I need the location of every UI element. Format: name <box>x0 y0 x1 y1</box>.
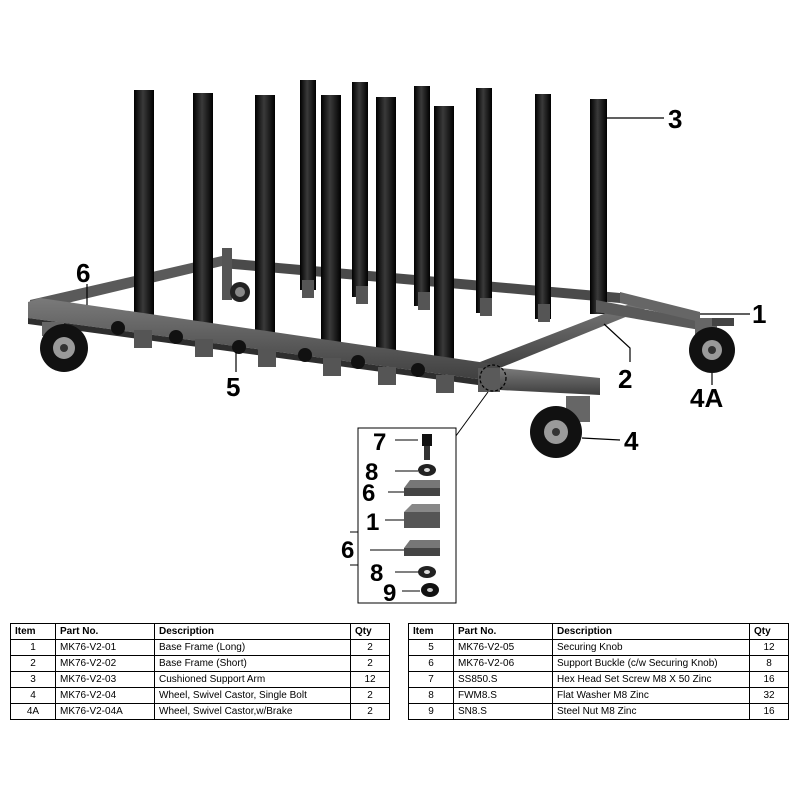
cell-qty: 32 <box>749 687 789 704</box>
col-item-header: Item <box>408 623 454 640</box>
castor-back-right-brake <box>689 318 735 373</box>
front-posts <box>134 90 454 368</box>
cell-item: 3 <box>10 671 56 688</box>
cell-part-no: SS850.S <box>453 671 553 688</box>
cell-qty: 16 <box>749 671 789 688</box>
cell-item: 5 <box>408 639 454 656</box>
back-posts <box>300 80 607 322</box>
cell-qty: 8 <box>749 655 789 672</box>
cell-part-no: MK76-V2-04A <box>55 703 155 720</box>
table-row: 5 MK76-V2-05 Securing Knob 12 <box>408 639 789 656</box>
parts-table-left: Item Part No. Description Qty 1 MK76-V2-… <box>10 623 390 720</box>
cell-item: 9 <box>408 703 454 720</box>
col-item-header: Item <box>10 623 56 640</box>
cell-description: Support Buckle (c/w Securing Knob) <box>552 655 750 672</box>
detail-callout-9: 9 <box>383 580 396 607</box>
cell-qty: 16 <box>749 703 789 720</box>
cell-part-no: MK76-V2-01 <box>55 639 155 656</box>
callout-4a: 4A <box>690 383 723 413</box>
cell-qty: 2 <box>350 655 390 672</box>
cell-description: Base Frame (Long) <box>154 639 351 656</box>
cell-item: 4A <box>10 703 56 720</box>
col-description-header: Description <box>154 623 351 640</box>
table-header-row: Item Part No. Description Qty <box>408 623 789 640</box>
col-qty-header: Qty <box>350 623 390 640</box>
callout-4: 4 <box>624 426 639 456</box>
rack-exploded-diagram: 3 1 2 4A 4 5 6 7 8 6 1 6 8 9 <box>28 80 766 607</box>
detail-callout-6-top: 6 <box>362 480 375 507</box>
callout-6: 6 <box>76 258 90 288</box>
cell-qty: 2 <box>350 687 390 704</box>
cell-item: 2 <box>10 655 56 672</box>
col-part-no-header: Part No. <box>55 623 155 640</box>
table-row: 2 MK76-V2-02 Base Frame (Short) 2 <box>10 655 390 672</box>
cell-part-no: SN8.S <box>453 703 553 720</box>
cell-qty: 12 <box>350 671 390 688</box>
table-row: 4 MK76-V2-04 Wheel, Swivel Castor, Singl… <box>10 687 390 704</box>
table-row: 6 MK76-V2-06 Support Buckle (c/w Securin… <box>408 655 789 672</box>
cell-qty: 12 <box>749 639 789 656</box>
cell-part-no: MK76-V2-02 <box>55 655 155 672</box>
callout-1: 1 <box>752 299 766 329</box>
cell-item: 6 <box>408 655 454 672</box>
cell-description: Securing Knob <box>552 639 750 656</box>
col-part-no-header: Part No. <box>453 623 553 640</box>
callout-3: 3 <box>668 104 682 134</box>
cell-item: 8 <box>408 687 454 704</box>
table-row: 4A MK76-V2-04A Wheel, Swivel Castor,w/Br… <box>10 703 390 720</box>
exploded-detail <box>350 427 457 604</box>
castor-front-left <box>40 322 88 372</box>
cell-part-no: MK76-V2-05 <box>453 639 553 656</box>
detail-callout-1: 1 <box>366 509 379 536</box>
cell-item: 4 <box>10 687 56 704</box>
detail-callout-8-bottom: 8 <box>370 560 383 587</box>
parts-table-right: Item Part No. Description Qty 5 MK76-V2-… <box>408 623 789 720</box>
detail-callout-7: 7 <box>373 429 386 456</box>
cell-part-no: MK76-V2-06 <box>453 655 553 672</box>
callout-2: 2 <box>618 364 632 394</box>
cell-description: Wheel, Swivel Castor,w/Brake <box>154 703 351 720</box>
cell-part-no: FWM8.S <box>453 687 553 704</box>
detail-circle <box>479 364 507 392</box>
cell-item: 7 <box>408 671 454 688</box>
table-row: 3 MK76-V2-03 Cushioned Support Arm 12 <box>10 671 390 688</box>
cell-qty: 2 <box>350 703 390 720</box>
cell-description: Hex Head Set Screw M8 X 50 Zinc <box>552 671 750 688</box>
cell-description: Flat Washer M8 Zinc <box>552 687 750 704</box>
table-row: 7 SS850.S Hex Head Set Screw M8 X 50 Zin… <box>408 671 789 688</box>
leader-lines <box>86 117 750 441</box>
cell-item: 1 <box>10 639 56 656</box>
callout-5: 5 <box>226 372 240 402</box>
col-description-header: Description <box>552 623 750 640</box>
detail-callout-6-bottom: 6 <box>341 537 354 564</box>
cell-part-no: MK76-V2-04 <box>55 687 155 704</box>
table-header-row: Item Part No. Description Qty <box>10 623 390 640</box>
cell-part-no: MK76-V2-03 <box>55 671 155 688</box>
table-row: 9 SN8.S Steel Nut M8 Zinc 16 <box>408 703 789 720</box>
table-row: 8 FWM8.S Flat Washer M8 Zinc 32 <box>408 687 789 704</box>
cell-description: Base Frame (Short) <box>154 655 351 672</box>
castor-front-right <box>530 396 590 458</box>
side-rails <box>30 256 700 372</box>
table-row: 1 MK76-V2-01 Base Frame (Long) 2 <box>10 639 390 656</box>
cell-description: Wheel, Swivel Castor, Single Bolt <box>154 687 351 704</box>
securing-knobs <box>111 321 454 393</box>
detail-callout-8-top: 8 <box>365 459 378 486</box>
col-qty-header: Qty <box>749 623 789 640</box>
cell-description: Cushioned Support Arm <box>154 671 351 688</box>
cell-qty: 2 <box>350 639 390 656</box>
cell-description: Steel Nut M8 Zinc <box>552 703 750 720</box>
